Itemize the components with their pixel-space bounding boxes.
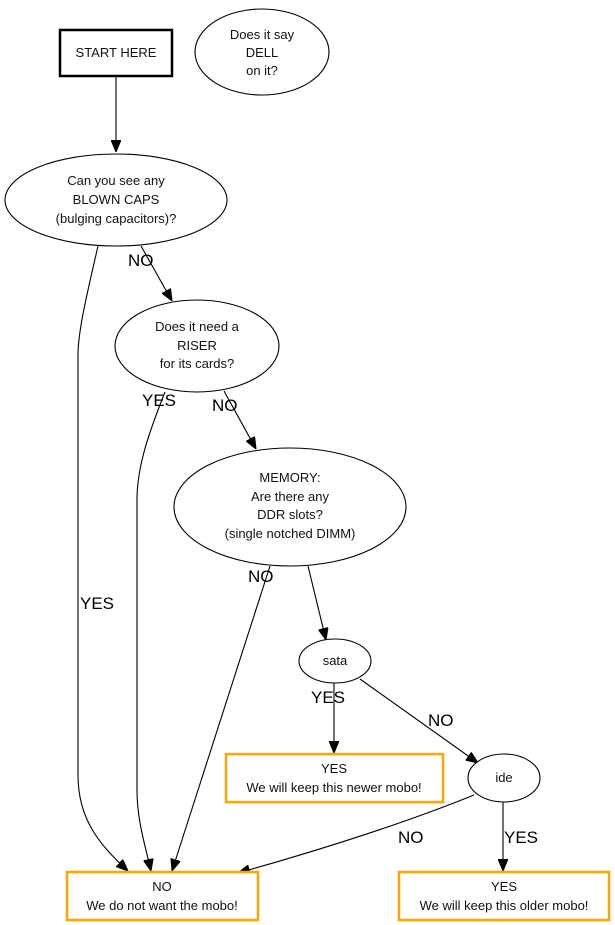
newer-box	[224, 752, 445, 804]
node-dell-line-1: Does it say	[230, 27, 295, 42]
riser-ellipse	[114, 299, 280, 393]
edge-label-caps-riser: NO	[128, 251, 154, 270]
edge-label-riser-nowant: YES	[142, 391, 176, 410]
node-newer-line-2: We will keep this newer mobo!	[246, 780, 421, 795]
node-nowant-line-2: We do not want the mobo!	[86, 898, 238, 913]
node-newer-line-1: YES	[321, 761, 347, 776]
node-memory-line-3: DDR slots?	[257, 507, 323, 522]
node-sata: sata	[298, 638, 372, 684]
ide-ellipse	[467, 753, 541, 803]
edge-ide-nowant	[238, 794, 475, 873]
node-memory-line-2: Are there any	[251, 489, 330, 504]
edge-memory-nowant	[172, 565, 271, 871]
node-start-here: START HERE	[58, 28, 174, 78]
node-riser: Does it need a RISER for its cards?	[114, 299, 280, 393]
edge-label-sata-ide: NO	[428, 711, 454, 730]
node-older-line-1: YES	[491, 879, 517, 894]
node-ide-line-1: ide	[495, 770, 512, 785]
caps-ellipse	[4, 153, 228, 247]
node-caps-line-1: Can you see any	[67, 173, 165, 188]
dell-ellipse	[194, 8, 330, 96]
edge-labels: NO YES NO YES NO YES NO NO YES	[80, 251, 538, 847]
edge-label-sata-newer: YES	[311, 688, 345, 707]
node-riser-line-2: RISER	[177, 338, 217, 353]
node-dell-line-2: DELL	[246, 45, 279, 60]
edge-memory-sata	[307, 565, 326, 640]
edge-caps-nowant	[77, 245, 128, 871]
node-memory: MEMORY: Are there any DDR slots? (single…	[173, 447, 407, 567]
edge-label-ide-older: YES	[504, 828, 538, 847]
node-memory-line-1: MEMORY:	[259, 470, 320, 485]
edge-sata-ide	[359, 678, 478, 763]
node-caps-line-3: (bulging capacitors)?	[56, 211, 177, 226]
node-older-line-2: We will keep this older mobo!	[420, 898, 589, 913]
node-dell-line-3: on it?	[246, 63, 278, 78]
node-dell: Does it say DELL on it?	[194, 8, 330, 96]
no-want-box	[65, 870, 260, 922]
node-caps-line-2: BLOWN CAPS	[73, 192, 160, 207]
sata-ellipse	[298, 638, 372, 684]
node-start-line-1: START HERE	[76, 45, 157, 60]
edge-riser-nowant	[136, 391, 166, 871]
node-nowant-line-1: NO	[152, 879, 172, 894]
node-keep-newer: YES We will keep this newer mobo!	[224, 752, 445, 804]
memory-ellipse	[173, 447, 407, 567]
node-riser-line-3: for its cards?	[160, 356, 234, 371]
older-box	[397, 870, 611, 922]
node-blown-caps: Can you see any BLOWN CAPS (bulging capa…	[4, 153, 228, 247]
node-keep-older: YES We will keep this older mobo!	[397, 870, 611, 922]
node-do-not-want: NO We do not want the mobo!	[65, 870, 260, 922]
node-memory-line-4: (single notched DIMM)	[225, 526, 356, 541]
node-riser-line-1: Does it need a	[155, 319, 240, 334]
edge-caps-riser	[140, 245, 172, 301]
start-box	[58, 28, 174, 78]
node-sata-line-1: sata	[323, 653, 348, 668]
node-ide: ide	[467, 753, 541, 803]
edge-label-ide-nowant: NO	[398, 828, 424, 847]
edge-label-memory-nowant: NO	[248, 567, 274, 586]
edge-riser-memory	[223, 390, 256, 449]
edge-label-riser-memory: NO	[212, 396, 238, 415]
edge-label-caps-nowant: YES	[80, 594, 114, 613]
edges	[77, 77, 503, 873]
